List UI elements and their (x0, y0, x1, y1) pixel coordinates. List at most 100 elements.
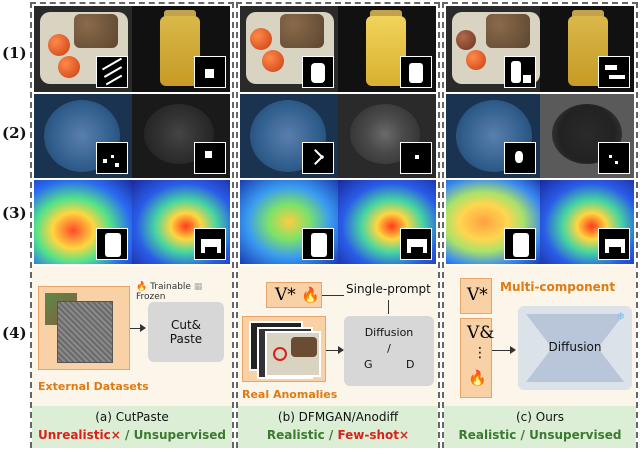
evaluation-a: Unrealistic× / Unsupervised (37, 428, 226, 442)
row2-images (240, 94, 436, 178)
mask-inset (400, 228, 432, 260)
row-label-1: (1) (2, 44, 27, 62)
mask-inset (598, 142, 630, 174)
external-datasets-box (38, 286, 130, 370)
row3-heatmaps (446, 180, 634, 264)
heatmap-food (446, 180, 540, 264)
heatmap-food (34, 180, 132, 264)
arrow-head (140, 324, 146, 332)
mask-inset (302, 56, 334, 88)
v-token-box: V* 🔥 (266, 282, 322, 308)
metal-disc-image (540, 94, 634, 178)
column-dfmgan-anodiff: V* 🔥 Single-prompt Diffusion / G D Real … (236, 2, 440, 448)
frozen-snowflake-icon: ❄ (616, 310, 626, 323)
external-datasets-label: External Datasets (38, 380, 149, 393)
mask-inset (194, 56, 226, 88)
blue-dish-image (446, 94, 540, 178)
real-anomalies-box (242, 316, 326, 382)
row3-heatmaps (240, 180, 436, 264)
fire-icon: 🔥 (301, 286, 320, 304)
row-label-3: (3) (2, 204, 27, 222)
mask-inset (504, 228, 536, 260)
caption-bar-b: (b) DFMGAN/Anodiff Realistic / Few-shot× (238, 406, 438, 448)
arrow (130, 328, 142, 329)
mask-inset (302, 228, 334, 260)
caption-bar-a: (a) CutPaste Unrealistic× / Unsupervised (32, 406, 232, 448)
evaluation-b: Realistic / Few-shot× (266, 428, 410, 442)
mask-inset (504, 56, 536, 88)
v-token: V* (275, 285, 296, 305)
metal-disc-image (338, 94, 436, 178)
heatmap-jar (132, 180, 230, 264)
mask-inset (194, 228, 226, 260)
legend-frozen: Frozen (136, 292, 166, 302)
jar-image (338, 6, 436, 92)
slash-label: / (387, 342, 391, 355)
row-label-4: (4) (2, 324, 27, 342)
mask-inset (96, 142, 128, 174)
mask-inset (504, 142, 536, 174)
cutpaste-box: Cut& Paste (148, 302, 224, 362)
row1-images (240, 6, 436, 92)
v-star-token: V* (467, 285, 488, 305)
heatmap-jar (338, 180, 436, 264)
frozen-icon: ▦ (193, 282, 203, 292)
fire-icon: 🔥 (136, 282, 148, 292)
column-ours: Multi-component V* V& ⋮ 🔥 Diffusion ❄ (c… (442, 2, 638, 448)
g-label: G (364, 358, 373, 371)
cutpaste-diagram: 🔥 Trainable ▦ Frozen Cut& Paste External… (32, 266, 232, 406)
jar-image (132, 6, 230, 92)
cutpaste-box-label: Cut& Paste (169, 318, 203, 346)
caption-c: (c) Ours (515, 410, 564, 424)
caption-a: (a) CutPaste (95, 410, 169, 424)
mask-inset (96, 56, 128, 88)
heatmap-jar (540, 180, 634, 264)
row-label-2: (2) (2, 124, 27, 142)
d-label: D (406, 358, 415, 371)
mask-inset (400, 56, 432, 88)
column-cutpaste: 🔥 Trainable ▦ Frozen Cut& Paste External… (30, 2, 234, 448)
ellipsis-dots: ⋮ (473, 345, 487, 361)
arrow (492, 350, 512, 351)
row2-images (446, 94, 634, 178)
jar-image (540, 6, 634, 92)
v-star-token-box: V* (460, 278, 492, 314)
diffusion-shape (526, 314, 624, 382)
mask-inset (400, 142, 432, 174)
row2-images (34, 94, 230, 178)
mask-inset (96, 228, 128, 260)
food-tray-image (240, 6, 338, 92)
arrow-head (510, 346, 516, 354)
ours-diagram: Multi-component V* V& ⋮ 🔥 Diffusion ❄ (444, 266, 636, 406)
v-amp-token: V& (467, 323, 495, 343)
diffusion-box: Diffusion ❄ (518, 306, 632, 390)
texture-patch (57, 301, 113, 363)
row1-images (34, 6, 230, 92)
row1-images (446, 6, 634, 92)
diffusion-box: Diffusion / G D (344, 316, 434, 386)
token-stack-box: V& ⋮ 🔥 (460, 318, 495, 398)
food-tray-image (34, 6, 132, 92)
real-anomalies-label: Real Anomalies (242, 388, 338, 401)
mask-inset (302, 142, 334, 174)
caption-bar-c: (c) Ours Realistic / Unsupervised (444, 406, 636, 448)
blue-dish-image (240, 94, 338, 178)
anomaly-sample-image (265, 331, 321, 377)
evaluation-c: Realistic / Unsupervised (458, 428, 622, 442)
food-tray-image (446, 6, 540, 92)
mask-inset (598, 228, 630, 260)
row3-heatmaps (34, 180, 230, 264)
dfmgan-diagram: V* 🔥 Single-prompt Diffusion / G D Real … (238, 266, 438, 406)
prompt-label: Single-prompt (346, 282, 431, 296)
diffusion-label: Diffusion (548, 340, 602, 354)
blue-dish-image (34, 94, 132, 178)
arrow-head (338, 346, 344, 354)
metal-disc-image (132, 94, 230, 178)
multi-component-label: Multi-component (500, 280, 616, 294)
arrow (322, 295, 344, 296)
diffusion-label: Diffusion (364, 326, 414, 339)
arrow (388, 300, 389, 314)
mask-inset (194, 142, 226, 174)
fire-icon: 🔥 (468, 369, 487, 387)
caption-b: (b) DFMGAN/Anodiff (277, 410, 399, 424)
